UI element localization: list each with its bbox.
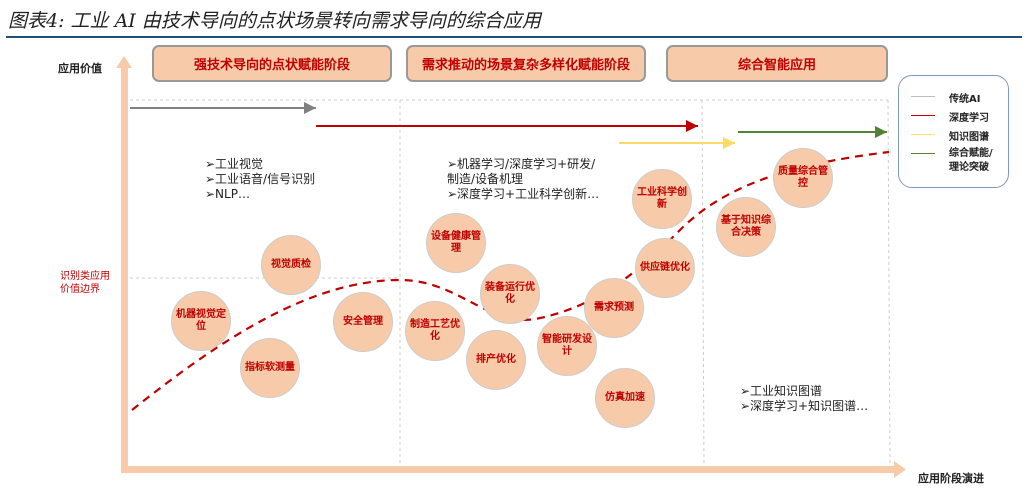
bubble: 装备运行优化 <box>480 264 540 324</box>
title-rule <box>6 36 1022 38</box>
legend-item: 知识图谱 <box>911 128 989 143</box>
bubble: 需求预测 <box>584 278 644 338</box>
bubble: 供应链优化 <box>635 238 695 298</box>
bubble: 工业科学创新 <box>632 169 692 229</box>
x-axis-label: 应用阶段演进 <box>918 472 984 485</box>
bubble: 视觉质检 <box>261 235 321 295</box>
bubble: 仿真加速 <box>595 368 655 428</box>
grid-lines <box>130 99 891 469</box>
legend-item: 综合赋能/理论突破 <box>911 147 997 175</box>
bubble: 制造工艺优化 <box>405 301 465 361</box>
boundary-label: 识别类应用 价值边界 <box>60 271 110 295</box>
stage1-tech-list: ➢工业视觉 ➢工业语音/信号识别 ➢NLP… <box>205 157 316 201</box>
legend-swatch <box>911 153 935 154</box>
legend-item: 传统AI <box>911 90 980 105</box>
bubble: 安全管理 <box>333 292 393 352</box>
value-curve <box>131 150 890 411</box>
y-axis-arrow <box>116 56 132 472</box>
legend-swatch <box>911 96 935 97</box>
bubble: 基于知识综合决策 <box>716 197 776 257</box>
stage-header-2: 需求推动的场景复杂多样化赋能阶段 <box>406 45 646 82</box>
bubble: 设备健康管理 <box>426 213 486 273</box>
stage-header-3: 综合智能应用 <box>666 45 888 82</box>
x-axis-arrow <box>121 461 906 478</box>
stage-header-1: 强技术导向的点状赋能阶段 <box>152 45 392 82</box>
legend-swatch <box>911 115 935 116</box>
legend: 传统AI 深度学习 知识图谱 综合赋能/理论突破 <box>898 75 1009 188</box>
y-axis-label: 应用价值 <box>58 62 102 75</box>
stage2-tech-list: ➢机器学习/深度学习+研发/ 制造/设备机理 ➢深度学习+工业科学创新… <box>447 157 600 201</box>
figure-title: 图表4: 工业 AI 由技术导向的点状场景转向需求导向的综合应用 <box>8 10 541 32</box>
bubble: 质量综合管控 <box>773 148 833 208</box>
legend-item: 深度学习 <box>911 109 989 124</box>
legend-swatch <box>911 134 935 135</box>
bubble: 智能研发设计 <box>537 316 597 376</box>
bubble: 指标软测量 <box>240 338 300 398</box>
bubble: 机器视觉定位 <box>171 291 231 351</box>
bubble: 排产优化 <box>466 330 526 390</box>
stage3-tech-list: ➢工业知识图谱 ➢深度学习+知识图谱… <box>740 384 869 413</box>
